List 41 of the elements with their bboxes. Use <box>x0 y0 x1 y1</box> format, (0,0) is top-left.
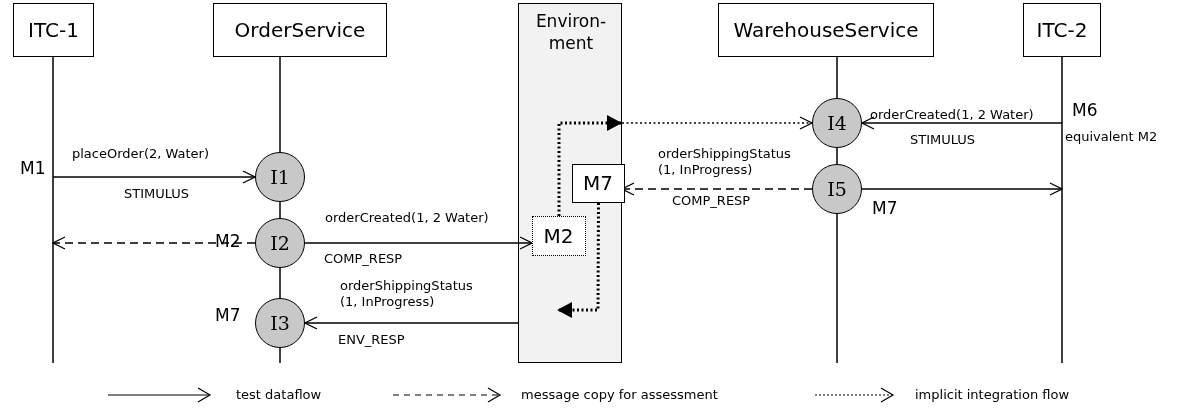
arrow <box>304 236 533 250</box>
message-label: orderCreated(1, 2 Water) <box>325 210 489 226</box>
participant-box: OrderService <box>213 3 387 57</box>
interaction-circle: I2 <box>255 218 305 268</box>
message-id: M7 <box>872 200 898 216</box>
legend-label: test dataflow <box>236 387 322 403</box>
message-label: placeOrder(2, Water) <box>72 146 210 162</box>
interaction-circle: I1 <box>255 152 305 202</box>
message-type: COMP_RESP <box>672 193 751 209</box>
legend-label: message copy for assessment <box>521 387 718 403</box>
message-label: orderCreated(1, 2 Water) <box>870 107 1034 123</box>
arrow <box>557 203 600 318</box>
message-id: M6 <box>1072 102 1098 118</box>
message-type: COMP_RESP <box>324 251 403 267</box>
message-label: orderShippingStatus (1, InProgress) <box>340 278 474 310</box>
message-type: STIMULUS <box>910 132 976 148</box>
environment-title: Environ- ment <box>534 10 608 54</box>
arrow <box>861 182 1063 196</box>
message-box: M7 <box>571 163 625 203</box>
message-box: M2 <box>531 215 586 256</box>
message-label: orderShippingStatus (1, InProgress) <box>658 146 792 178</box>
participant-box: ITC-2 <box>1023 3 1101 57</box>
participant-box: ITC-1 <box>13 3 94 57</box>
message-id: M7 <box>215 307 241 323</box>
message-type: STIMULUS <box>124 186 190 202</box>
environment-box <box>518 3 622 363</box>
note: equivalent M2 <box>1065 129 1158 145</box>
message-id: M1 <box>20 160 46 176</box>
message-type: ENV_RESP <box>338 332 405 348</box>
arrow <box>52 170 256 184</box>
arrow <box>557 115 622 216</box>
interaction-circle: I4 <box>812 98 862 148</box>
interaction-circle: I3 <box>255 298 305 348</box>
arrow <box>52 236 256 250</box>
message-id: M2 <box>215 233 241 249</box>
arrow <box>861 116 1063 130</box>
arrow <box>304 316 519 330</box>
arrow <box>621 116 813 130</box>
legend-label: implicit integration flow <box>915 387 1070 403</box>
participant-box: WarehouseService <box>718 3 934 57</box>
interaction-circle: I5 <box>812 164 862 214</box>
